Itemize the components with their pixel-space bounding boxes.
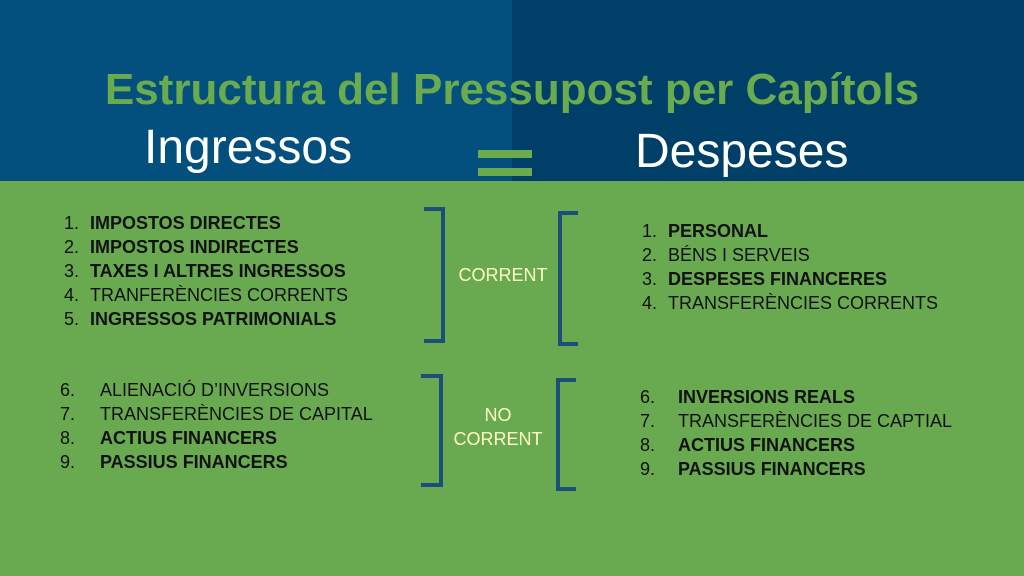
equals-sign (478, 148, 534, 182)
header-band (0, 0, 1024, 181)
list-item-number: 8. (60, 428, 76, 448)
list-item-text: TRANSFERÈNCIES DE CAPITAL (100, 404, 373, 424)
income-non-current-bracket (421, 374, 443, 487)
list-item-number: 6. (640, 387, 656, 407)
content-band (0, 181, 1024, 576)
list-item-number: 8. (640, 435, 656, 455)
list-item-number: 4. (642, 293, 658, 313)
list-item: 3. TAXES I ALTRES INGRESSOS (64, 259, 348, 283)
list-item-text: ALIENACIÓ D’INVERSIONS (100, 380, 330, 400)
list-item-text: ACTIUS FINANCERS (678, 435, 856, 455)
list-item-number: 3. (642, 269, 658, 289)
list-item: 2. IMPOSTOS INDIRECTES (64, 235, 348, 259)
income-current-list: 1. IMPOSTOS DIRECTES 2. IMPOSTOS INDIRECTES… (64, 211, 348, 331)
slide-title: Estructura del Pressupost per Capítols (104, 65, 920, 114)
list-item: 7. TRANSFERÈNCIES DE CAPITAL (60, 402, 373, 426)
list-item-text: TRANSFERÈNCIES CORRENTS (668, 293, 939, 313)
list-item-text: PERSONAL (668, 221, 769, 241)
list-item-text: TRANSFERÈNCIES DE CAPTIAL (678, 411, 953, 431)
list-item: 6. INVERSIONS REALS (640, 385, 952, 409)
list-item: 7. TRANSFERÈNCIES DE CAPTIAL (640, 409, 952, 433)
non-current-label-line2: CORRENT (453, 429, 543, 449)
list-item: 4. TRANFERÈNCIES CORRENTS (64, 283, 348, 307)
list-item-number: 2. (64, 237, 80, 257)
list-item-number: 6. (60, 380, 76, 400)
list-item-text: IMPOSTOS INDIRECTES (90, 237, 299, 257)
list-item-number: 1. (642, 221, 658, 241)
header-band-right (512, 0, 1024, 181)
list-item-text: IMPOSTOS DIRECTES (90, 213, 281, 233)
current-label: CORRENT (458, 265, 548, 285)
expense-current-list: 1. PERSONAL 2. BÉNS I SERVEIS 3. DESPESES FIN… (642, 219, 938, 315)
expense-current-bracket (558, 211, 578, 346)
expense-heading: Despeses (635, 125, 849, 178)
list-item-text: PASSIUS FINANCERS (100, 452, 288, 472)
list-item-text: TRANFERÈNCIES CORRENTS (90, 285, 349, 305)
income-heading: Ingressos (144, 121, 353, 174)
list-item-text: ACTIUS FINANCERS (100, 428, 278, 448)
list-item: 2. BÉNS I SERVEIS (642, 243, 938, 267)
list-item-number: 7. (60, 404, 76, 424)
list-item-text: TAXES I ALTRES INGRESSOS (90, 261, 346, 281)
list-item: 8. ACTIUS FINANCERS (60, 426, 373, 450)
expense-non-current-bracket (556, 378, 576, 491)
list-item-number: 2. (642, 245, 658, 265)
list-item-number: 1. (64, 213, 80, 233)
non-current-label-line1: NO (484, 405, 512, 425)
list-item: 8. ACTIUS FINANCERS (640, 433, 952, 457)
list-item-text: DESPESES FINANCERES (668, 269, 888, 289)
list-item-number: 9. (640, 459, 656, 479)
equals-bar-top (478, 150, 532, 158)
list-item: 4. TRANSFERÈNCIES CORRENTS (642, 291, 938, 315)
list-item-text: INGRESSOS PATRIMONIALS (90, 309, 337, 329)
list-item-number: 4. (64, 285, 80, 305)
list-item-text: BÉNS I SERVEIS (668, 245, 810, 265)
income-current-bracket (424, 207, 445, 343)
list-item: 6. ALIENACIÓ D’INVERSIONS (60, 378, 373, 402)
list-item-text: PASSIUS FINANCERS (678, 459, 866, 479)
list-item: 3. DESPESES FINANCERES (642, 267, 938, 291)
list-item-number: 5. (64, 309, 80, 329)
expense-non-current-list: 6. INVERSIONS REALS 7. TRANSFERÈNCIES DE CA… (640, 385, 952, 481)
header-band-left (0, 0, 512, 181)
list-item: 9. PASSIUS FINANCERS (640, 457, 952, 481)
income-non-current-list: 6. ALIENACIÓ D’INVERSIONS 7. TRANSFERÈNCIES… (60, 378, 373, 474)
list-item-number: 9. (60, 452, 76, 472)
list-item: 1. IMPOSTOS DIRECTES (64, 211, 348, 235)
list-item-number: 7. (640, 411, 656, 431)
list-item: 9. PASSIUS FINANCERS (60, 450, 373, 474)
list-item: 1. PERSONAL (642, 219, 938, 243)
equals-bar-bottom (478, 168, 532, 176)
list-item-number: 3. (64, 261, 80, 281)
list-item-text: INVERSIONS REALS (678, 387, 856, 407)
list-item: 5. INGRESSOS PATRIMONIALS (64, 307, 348, 331)
